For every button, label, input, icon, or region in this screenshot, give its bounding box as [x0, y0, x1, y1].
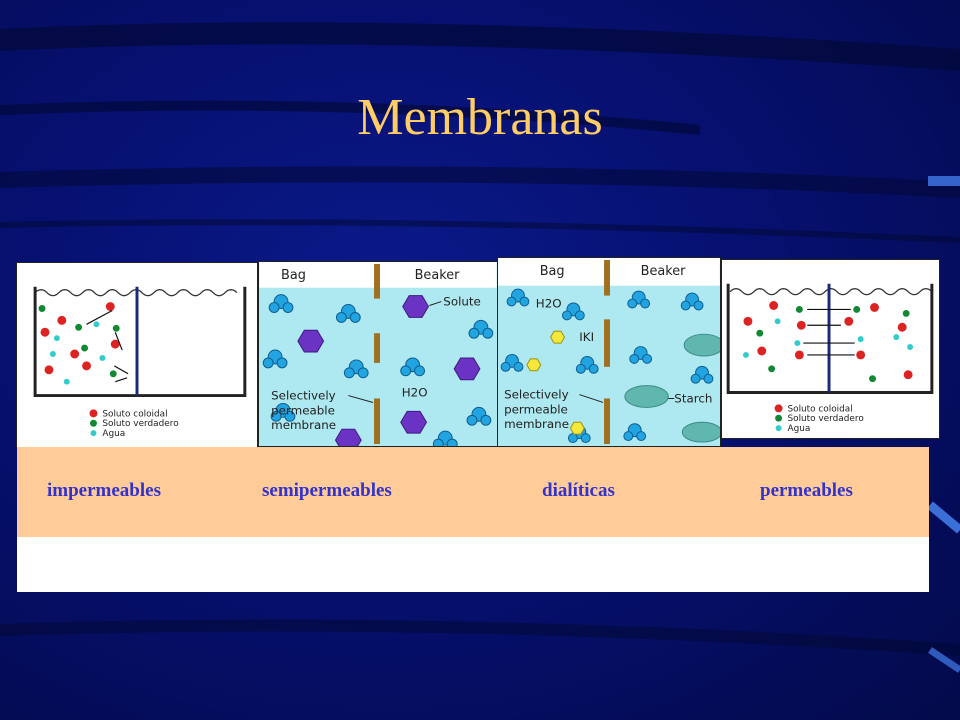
header-beaker: Beaker — [415, 268, 461, 283]
header-beaker: Beaker — [641, 264, 687, 279]
legend-agua: Agua — [787, 424, 810, 434]
legend-verdadero: Soluto verdadero — [102, 419, 178, 429]
diagram-dialitica: Bag Beaker H2O IKI Starch Selectively pe… — [497, 257, 721, 447]
header-bag: Bag — [540, 264, 565, 279]
label-semipermeables: semipermeables — [262, 480, 392, 501]
label-dialiticas: dialíticas — [542, 480, 615, 501]
iki-label: IKI — [579, 330, 594, 344]
label-impermeables: impermeables — [47, 480, 161, 501]
impermeable-diagram-svg: Soluto coloidal Soluto verdadero Agua — [33, 286, 247, 439]
diagram-semipermeable: Bag Beaker Solute H2O Selectively permea… — [258, 261, 498, 447]
semipermeable-diagram-svg: Bag Beaker Solute H2O Selectively permea… — [259, 262, 497, 446]
water-label: H2O — [536, 296, 562, 310]
label-band — [17, 447, 929, 537]
header-bag: Bag — [281, 268, 306, 283]
solute-label: Solute — [443, 295, 481, 309]
membrane-label-3: membrane — [271, 418, 336, 432]
legend-coloidal: Soluto coloidal — [102, 409, 167, 419]
diagram-permeable: Soluto coloidal Soluto verdadero Agua — [721, 259, 940, 439]
label-permeables: permeables — [760, 480, 853, 501]
diagram-impermeable: Soluto coloidal Soluto verdadero Agua — [16, 262, 258, 448]
page-title: Membranas — [357, 89, 603, 146]
permeable-diagram-svg: Soluto coloidal Soluto verdadero Agua — [726, 283, 934, 434]
legend-coloidal: Soluto coloidal — [787, 404, 852, 414]
membrane-label-2: permeable — [271, 403, 335, 417]
membrane-label-2: permeable — [504, 402, 568, 416]
membrane-label-1: Selectively — [504, 388, 569, 402]
water-label: H2O — [402, 386, 428, 400]
legend-agua: Agua — [102, 429, 125, 439]
dialitica-diagram-svg: Bag Beaker H2O IKI Starch Selectively pe… — [498, 258, 720, 445]
starch-label: Starch — [674, 391, 712, 405]
membrane-label-3: membrane — [504, 417, 569, 431]
legend-verdadero: Soluto verdadero — [787, 414, 863, 424]
empty-row — [17, 537, 929, 592]
membrane-label-1: Selectively — [271, 389, 336, 403]
